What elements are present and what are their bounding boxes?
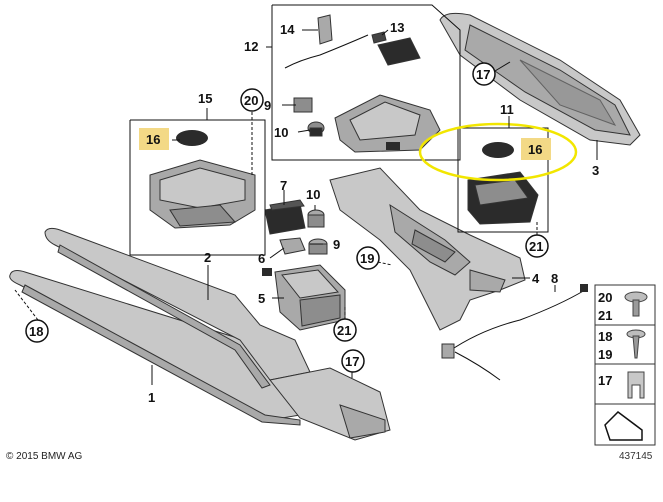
callout-3: 3: [592, 163, 599, 178]
svg-text:16: 16: [528, 142, 542, 157]
svg-text:19: 19: [598, 347, 612, 362]
callout-9-upper: 9: [264, 98, 271, 113]
diagram-id: 437145: [619, 451, 653, 462]
part-6-insert: [279, 237, 306, 255]
part-2-side-trim: [44, 227, 311, 389]
callout-16-right: 16: [521, 138, 551, 160]
callout-21-lower: 21: [333, 318, 357, 342]
svg-text:17: 17: [598, 373, 612, 388]
callout-7: 7: [280, 178, 287, 193]
callout-5: 5: [258, 291, 265, 306]
callout-2: 2: [204, 250, 211, 265]
highlight-ellipse: [418, 122, 578, 182]
callout-8: 8: [551, 271, 558, 286]
callout-17-upper: 17: [472, 62, 496, 86]
svg-text:18: 18: [29, 324, 43, 339]
callout-12: 12: [244, 39, 258, 54]
leader-lines: [14, 29, 598, 385]
callout-16-left: 16: [139, 128, 169, 150]
part-4-console-base: [329, 167, 526, 331]
svg-text:20: 20: [598, 290, 612, 305]
callout-10-upper: 10: [274, 125, 288, 140]
part-9-socket-lower: [308, 238, 328, 255]
callout-21-right: 21: [525, 234, 549, 258]
part-16-cover-left: [176, 130, 208, 146]
part-17-end-piece: [269, 367, 391, 441]
legend-row-bracket: [604, 411, 643, 441]
part-9-socket-upper: [293, 97, 313, 113]
clip-icon: [627, 371, 645, 399]
svg-text:21: 21: [337, 323, 351, 338]
part-8-cable: [441, 284, 588, 381]
svg-text:16: 16: [146, 132, 160, 147]
callout-20: 20: [240, 88, 264, 112]
svg-text:19: 19: [360, 251, 374, 266]
callout-4: 4: [532, 271, 540, 286]
callout-19: 19: [356, 246, 380, 270]
part-16-cover-right: [482, 142, 514, 158]
legend-row-17: 17: [598, 371, 645, 399]
part-11-group: [457, 127, 549, 233]
legend-table: 20 21 18 19 17: [594, 284, 656, 446]
callout-13: 13: [390, 20, 404, 35]
callout-labels: 1 2 3 4 5 6 7 8 9 9 10 10 11 12 13 14 15: [148, 20, 599, 405]
svg-text:20: 20: [244, 93, 258, 108]
svg-text:18: 18: [598, 329, 612, 344]
part-5-storage-tray: [262, 264, 346, 331]
part-15-group: [129, 119, 266, 256]
bracket-icon: [604, 411, 643, 441]
svg-text:21: 21: [598, 308, 612, 323]
svg-text:17: 17: [476, 67, 490, 82]
callout-18: 18: [25, 319, 49, 343]
svg-text:21: 21: [529, 239, 543, 254]
callout-17-lower: 17: [341, 349, 365, 373]
part-7-socket-housing: [264, 199, 306, 235]
callout-9-lower: 9: [333, 237, 340, 252]
legend-row-18-19: 18 19: [598, 329, 646, 362]
svg-text:17: 17: [345, 354, 359, 369]
copyright-text: © 2015 BMW AG: [6, 451, 83, 462]
callout-11: 11: [500, 102, 514, 117]
callout-6: 6: [258, 251, 265, 266]
callout-14: 14: [280, 22, 295, 37]
part-10-socket-upper: [307, 121, 325, 137]
part-10-socket-lower: [307, 209, 325, 228]
part-12-group: [271, 4, 461, 161]
callout-15: 15: [198, 91, 212, 106]
legend-row-20-21: 20 21: [598, 290, 648, 323]
callout-1: 1: [148, 390, 155, 405]
callout-10-lower: 10: [306, 187, 320, 202]
